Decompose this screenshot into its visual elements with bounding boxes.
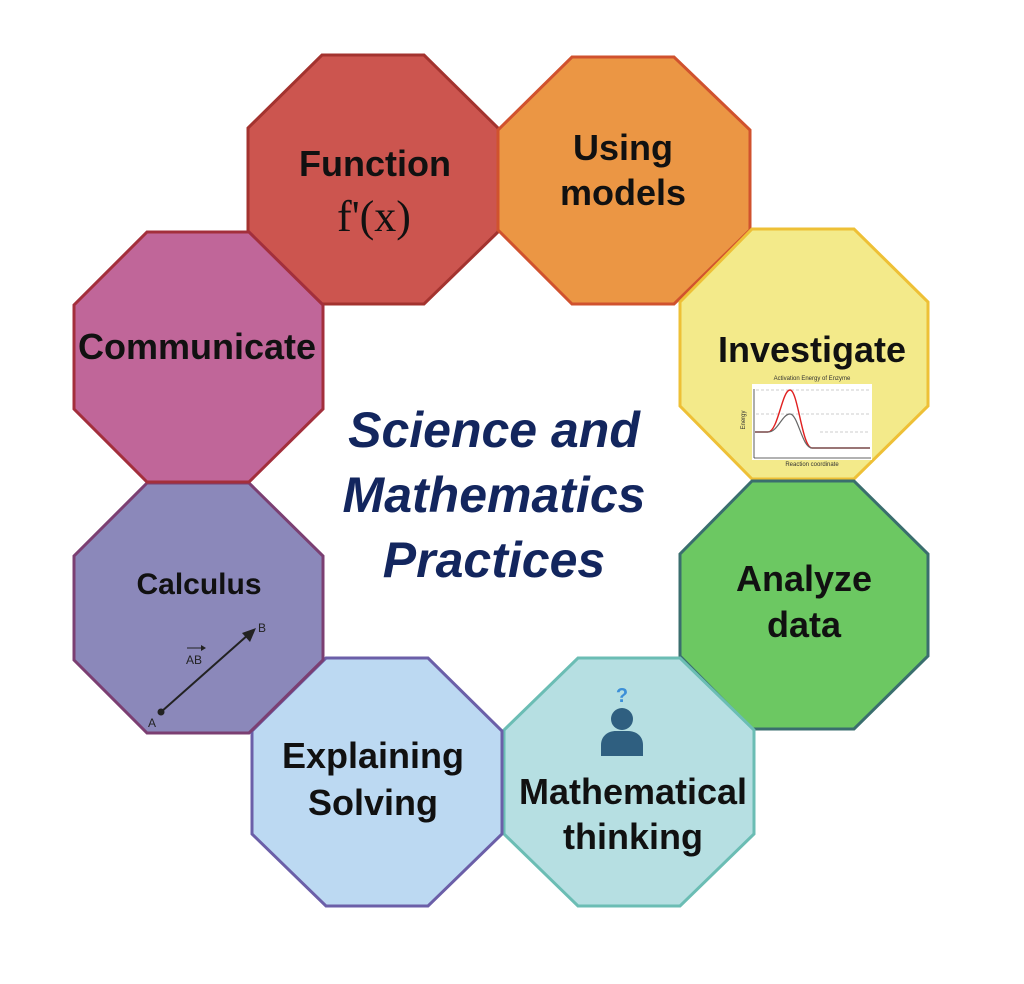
octagon-using-models: Using models <box>496 55 752 306</box>
chart-uncatalyzed-curve <box>755 389 870 449</box>
octagon-calculus: Calculus A B AB <box>72 481 325 735</box>
mathematical-thinking-label-line1: Mathematical <box>519 771 747 812</box>
octagon-using-models-shape <box>496 55 752 306</box>
center-title-line1: Science and <box>348 402 641 458</box>
chart-ylabel: Energy <box>741 410 747 429</box>
using-models-label-line2: models <box>560 172 686 213</box>
person-head-shape <box>611 708 633 730</box>
octagon-analyze-data: Analyze data <box>678 479 930 731</box>
octagon-function-shape <box>246 53 500 306</box>
mathematical-thinking-label-line2: thinking <box>563 816 703 857</box>
vector-ab-figure: A B AB <box>148 621 266 730</box>
vector-end-label: B <box>258 621 266 635</box>
communicate-label: Communicate <box>78 326 316 367</box>
using-models-label-line1: Using <box>573 127 673 168</box>
vector-label: AB <box>186 653 202 667</box>
function-label: Function <box>299 143 451 184</box>
octagon-explaining-solving: Explaining Solving <box>250 656 504 908</box>
octagon-investigate: Investigate Activation Energy of Enzyme … <box>678 227 930 481</box>
explaining-solving-label-line2: Solving <box>308 782 438 823</box>
chart-xlabel: Reaction coordinate <box>785 462 839 468</box>
octagon-explaining-solving-shape <box>250 656 504 908</box>
vector-start-point <box>157 708 165 716</box>
function-formula: f'(x) <box>337 192 411 241</box>
octagon-calculus-shape <box>72 481 325 735</box>
center-title-line2: Mathematics <box>343 467 646 523</box>
analyze-data-label-line1: Analyze <box>736 558 872 599</box>
explaining-solving-label-line1: Explaining <box>282 735 464 776</box>
analyze-data-label-line2: data <box>767 604 842 645</box>
vector-line <box>160 633 250 713</box>
octagon-function: Function f'(x) <box>246 53 500 306</box>
center-title: Science and Mathematics Practices <box>343 402 646 588</box>
person-question-icon: ? <box>601 685 643 756</box>
activation-energy-chart: Activation Energy of Enzyme Reaction coo… <box>741 376 872 468</box>
investigate-label: Investigate <box>718 329 906 370</box>
octagon-mathematical-thinking-shape <box>502 656 756 908</box>
question-mark-glyph: ? <box>616 685 628 707</box>
vector-start-label: A <box>148 716 156 730</box>
octagon-communicate: Communicate <box>72 230 325 484</box>
center-title-line3: Practices <box>383 532 605 588</box>
calculus-label: Calculus <box>136 568 261 601</box>
octagon-analyze-data-shape <box>678 479 930 731</box>
vector-label-arrowhead-icon <box>201 645 206 651</box>
vector-arrowhead-icon <box>242 628 256 642</box>
person-body-shape <box>601 731 643 756</box>
octagon-mathematical-thinking: ? Mathematical thinking <box>502 656 756 908</box>
chart-title: Activation Energy of Enzyme <box>774 376 851 382</box>
octagon-communicate-shape <box>72 230 325 484</box>
chart-catalyzed-curve <box>755 413 870 449</box>
